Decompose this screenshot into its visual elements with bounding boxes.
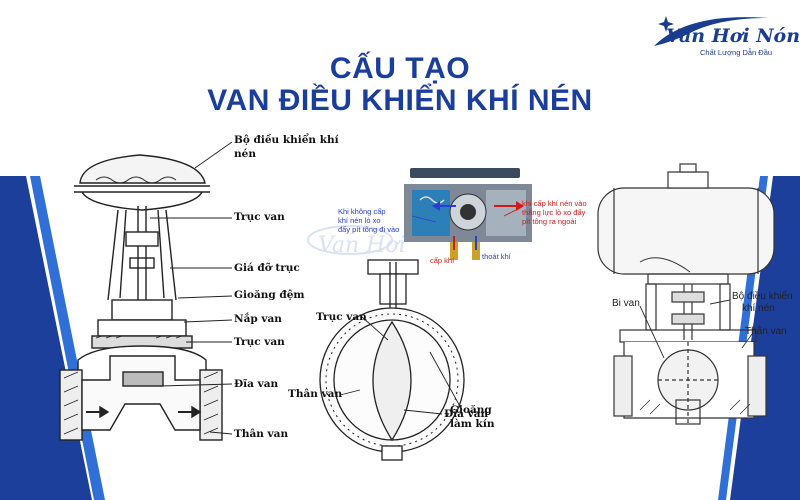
title-line-1: CẤU TẠO [329,52,471,85]
logo-name: Van Hơi Nóng [666,25,800,47]
actuator-cutaway [404,168,532,260]
ball-label-body: Thân van [745,326,787,337]
ball-valve-drawing [597,163,775,426]
actuator-note-left-3: đẩy pít tông đi vào [338,225,400,234]
right-blue-stripe-dark [730,176,800,500]
actuator-note-right-2: thắng lực lò xo đẩy [522,208,586,217]
actuator-note-right-3: pít tông ra ngoài [522,217,577,226]
label-disc: Đĩa van [234,378,279,390]
label-stem-support: Giá đỡ trục [234,262,300,274]
actuator-supply-label: cấp khí [430,256,455,265]
actuator-exhaust-label: thoát khí [482,252,511,261]
butterfly-label-stem: Trục van [316,311,367,323]
ball-label-ball: Bi van [612,298,640,309]
globe-valve-drawing [59,141,233,441]
actuator-note-right-1: khi cấp khí nén vào [522,199,587,208]
logo-tagline: Chất Lượng Dẫn Đầu [700,48,773,57]
ball-label-controller-line2: khí nén [742,303,775,314]
label-controller-line1: Bộ điều khiển khí [234,134,339,146]
logo-swoosh-icon [654,17,768,46]
watermark-logo: Van Hơi [307,225,406,258]
actuator-note-left-2: khí nén lò xo [338,216,381,225]
star-icon [658,16,674,32]
label-controller-line2: nén [234,148,256,160]
butterfly-label-seal-line1: Gioăng [450,404,492,416]
svg-text:Van Hơi: Van Hơi [318,233,406,258]
butterfly-label-seal-line2: làm kín [450,418,495,430]
label-bonnet: Nắp van [234,313,282,325]
actuator-note-left-1: Khi không cấp [338,207,386,216]
brand-logo[interactable] [648,8,798,68]
butterfly-label-disc: Đĩa van [444,408,489,420]
label-gasket: Gioăng đệm [234,289,305,301]
label-stem-lower: Trục van [234,336,285,348]
butterfly-valve-drawing [319,259,465,461]
ball-label-controller-line1: Bộ điều khiển [732,291,793,302]
title-line-2: VAN ĐIỀU KHIỂN KHÍ NÉN [207,84,593,117]
label-body: Thân van [234,428,289,440]
butterfly-label-body: Thân van [288,388,343,400]
label-stem: Trục van [234,211,285,223]
